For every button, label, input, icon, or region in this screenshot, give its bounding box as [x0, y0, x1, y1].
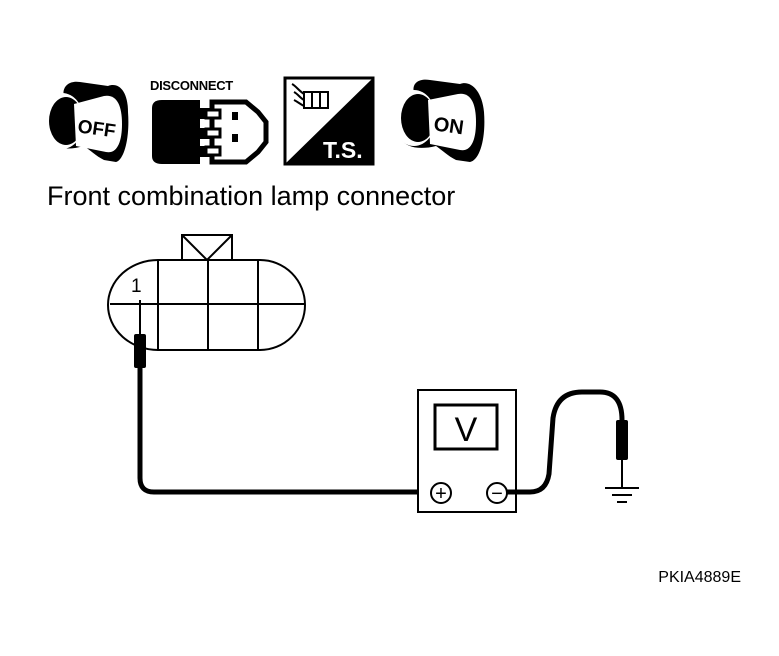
negative-probe [616, 420, 628, 488]
positive-probe [134, 300, 146, 368]
disconnect-label: DISCONNECT [150, 78, 233, 93]
plus-terminal-symbol: + [435, 483, 447, 505]
ignition-on-label: ON [432, 113, 465, 139]
positive-lead-wire [137, 368, 430, 495]
minus-terminal-symbol: − [491, 483, 503, 505]
ground-symbol-icon [605, 487, 639, 503]
plus-terminal: + [430, 482, 452, 505]
ignition-off-label: OFF [76, 116, 117, 142]
ignition-off-icon: OFF [40, 81, 129, 162]
negative-lead-wire [507, 389, 625, 495]
lamp-connector: 1 [107, 234, 306, 351]
connector-title: Front combination lamp connector [47, 181, 455, 211]
disconnect-icon: DISCONNECT [150, 78, 269, 165]
connector-mini-icon [291, 83, 329, 109]
ignition-on-icon: ON [392, 79, 485, 162]
pin-number-label: 1 [131, 276, 142, 297]
figure-code: PKIA4889E [658, 569, 741, 586]
voltmeter: V + − [417, 389, 517, 513]
ts-label: T.S. [323, 137, 363, 163]
voltmeter-symbol: V [455, 411, 478, 449]
ts-icon: T.S. [283, 76, 375, 166]
